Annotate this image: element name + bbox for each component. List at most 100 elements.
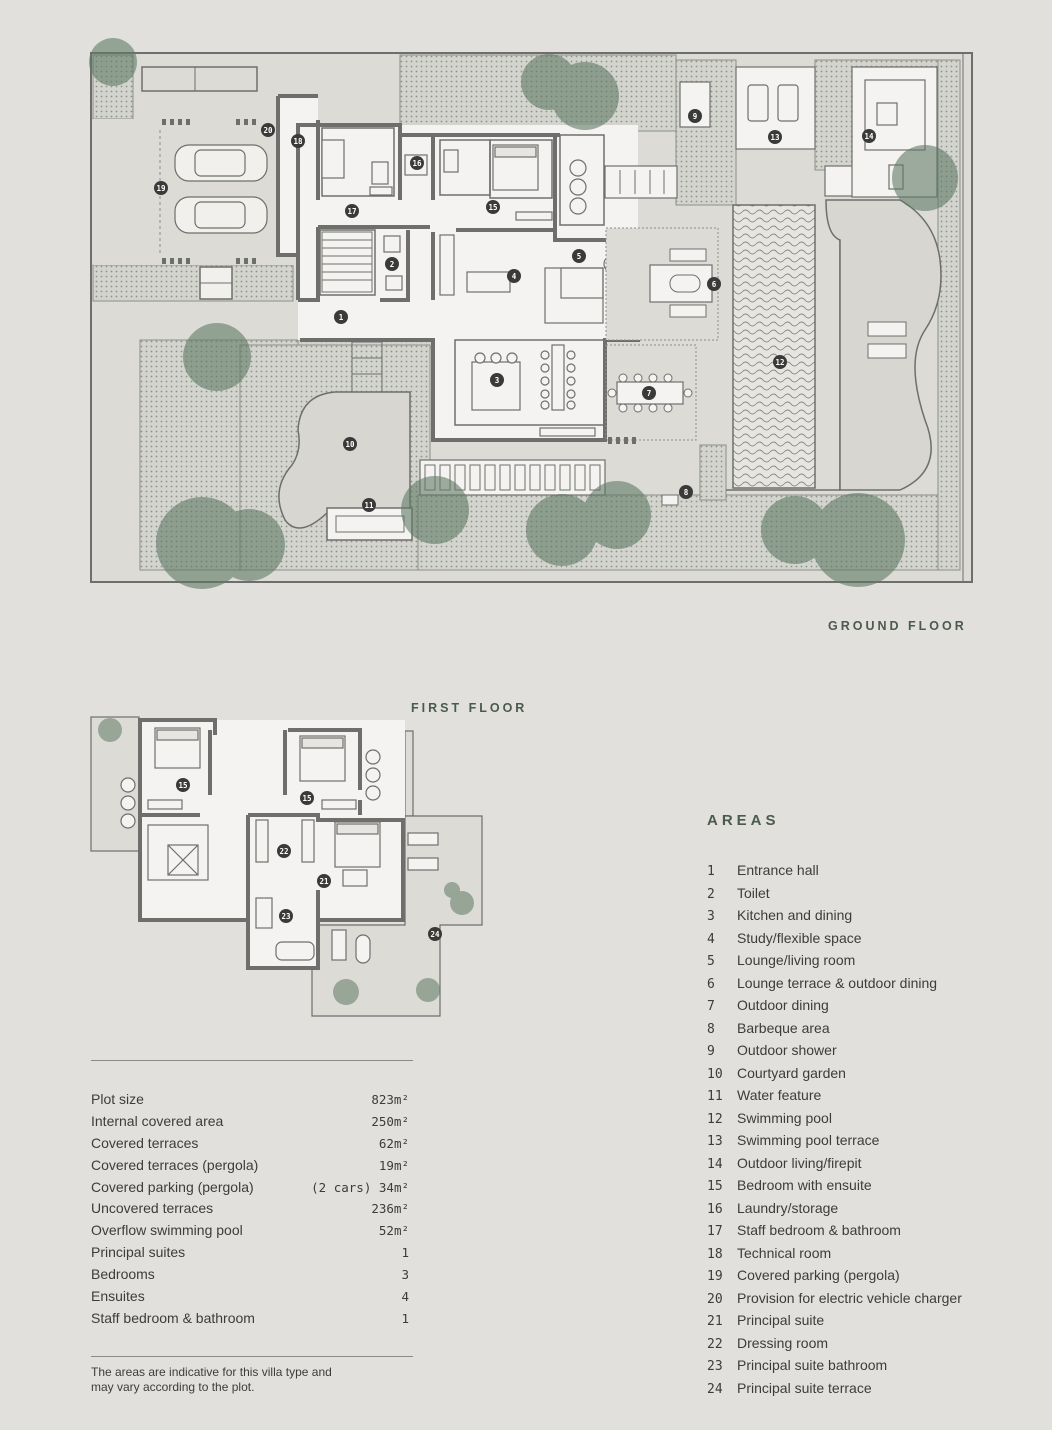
water-feature [326,507,413,541]
stat-value: 19m² [378,1157,409,1173]
area-item: 10 Courtyard garden [707,1062,962,1085]
area-number: 10 [707,1066,723,1082]
stairs [321,231,383,393]
area-item: 1 Entrance hall [707,859,962,882]
area-label: Entrance hall [737,862,819,878]
area-item: 2 Toilet [707,882,962,905]
stat-value: 1 [401,1310,409,1326]
stat-value: 4 [401,1289,409,1305]
svg-text:10: 10 [345,440,355,449]
svg-text:4: 4 [512,272,517,281]
marker-9: 9 [688,109,702,123]
area-number: 6 [707,976,715,992]
area-label: Courtyard garden [737,1064,846,1081]
area-number: 22 [707,1336,723,1352]
area-label: Swimming pool [737,1109,832,1126]
area-label: Toilet [737,884,770,901]
area-item: 19 Covered parking (pergola) [707,1264,962,1287]
first-floor-markers: 15 15 22 21 23 24 [176,778,442,941]
area-number: 24 [707,1381,723,1397]
area-number: 1 [707,864,715,879]
marker-5: 5 [572,249,586,263]
area-label: Principal suite [737,1312,825,1328]
area-number: 3 [707,909,715,924]
stat-label: Staff bedroom & bathroom [91,1309,255,1326]
area-label: Covered parking (pergola) [737,1267,900,1283]
area-label: Lounge terrace & outdoor dining [737,974,938,991]
svg-text:19: 19 [156,184,166,193]
svg-text:7: 7 [647,389,652,398]
first-floor-trees [98,718,474,1005]
marker-18: 18 [291,134,305,148]
area-number: 16 [707,1201,723,1217]
marker-16: 16 [410,156,424,170]
area-number: 23 [707,1359,723,1374]
floor-plans: 1 2 3 4 5 6 7 8 9 10 11 12 13 14 15 16 1… [89,38,973,1017]
area-number: 5 [707,954,715,969]
area-label: Dressing room [737,1334,829,1351]
marker-6: 6 [707,277,721,291]
svg-text:15: 15 [178,781,187,790]
area-number: 13 [707,1134,723,1149]
marker-22: 22 [277,844,291,858]
tree-canopies [89,38,958,589]
marker-2: 2 [385,257,399,271]
marker-10: 10 [343,437,357,451]
area-label: Technical room [737,1244,832,1261]
disclaimer-note: The areas are indicative for this villa … [91,1365,332,1394]
area-label: Swimming pool terrace [737,1132,880,1148]
stat-value: 62m² [378,1135,409,1151]
courtyard-garden [278,391,411,529]
marker-3: 3 [490,373,504,387]
area-number: 21 [707,1314,723,1329]
divider-bottom [91,1356,413,1357]
area-number: 19 [707,1269,723,1284]
stat-label: Uncovered terraces [91,1200,214,1217]
area-item: 18 Technical room [707,1242,962,1265]
area-number: 9 [707,1044,715,1059]
stat-value: 236m² [371,1201,409,1217]
svg-text:1: 1 [339,313,344,322]
svg-text:18: 18 [293,137,303,146]
stat-label: Covered parking (pergola) [91,1178,254,1195]
marker-15b: 15 [176,778,190,792]
area-label: Study/flexible space [737,929,862,946]
stat-label: Internal covered area [91,1112,224,1129]
thin-walls [319,127,606,426]
area-number: 2 [707,886,715,902]
svg-text:9: 9 [693,112,698,121]
stat-value: 250m² [371,1113,409,1129]
svg-text:17: 17 [347,207,356,216]
svg-text:6: 6 [712,280,717,289]
svg-text:5: 5 [577,252,582,261]
stat-label: Overflow swimming pool [91,1222,243,1239]
marker-17: 17 [345,204,359,218]
area-number: 18 [707,1246,723,1262]
area-number: 20 [707,1291,723,1307]
first-floor-plan: 15 15 22 21 23 24 [90,716,483,1017]
marker-8: 8 [679,485,693,499]
marker-20: 20 [261,123,275,137]
marker-19: 19 [154,181,168,195]
ground-furniture [321,139,621,437]
marker-15a: 15 [486,200,500,214]
area-number: 7 [707,999,715,1014]
svg-text:21: 21 [319,877,329,886]
swimming-pool [732,204,816,489]
svg-text:13: 13 [770,133,780,142]
marker-14: 14 [862,129,876,143]
svg-text:15: 15 [488,203,497,212]
